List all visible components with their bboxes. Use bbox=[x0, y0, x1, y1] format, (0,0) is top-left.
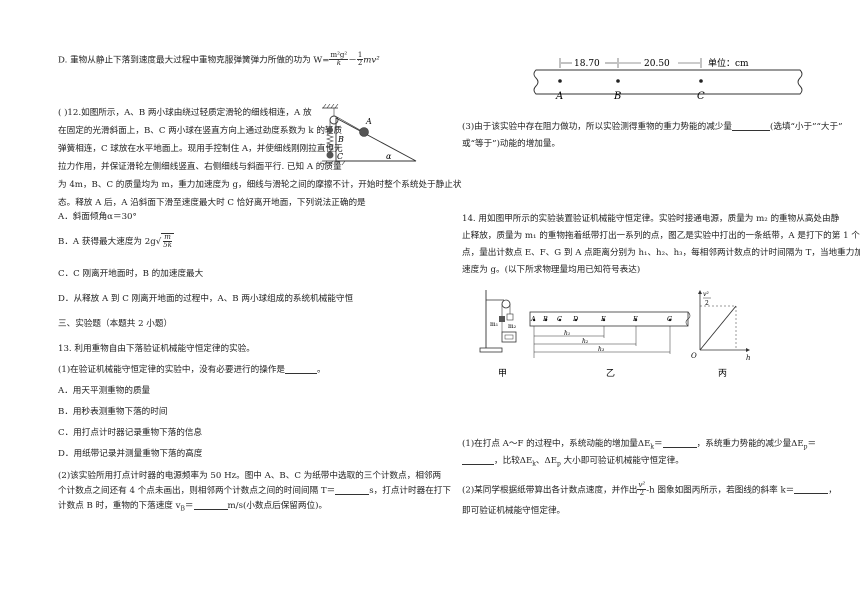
section-heading: 三、实验题（本题共 2 小题） bbox=[58, 319, 173, 329]
answer-blank[interactable] bbox=[794, 484, 829, 495]
q14-line: 点，量出计数点 E、F、G 到 A 点距离分别为 h₁、h₂、h₃，每相邻两计数… bbox=[462, 248, 860, 258]
answer-blank[interactable] bbox=[662, 438, 697, 448]
q14-part1-line: (1)在打点 A～F 的过程中，系统动能的增加量ΔEk＝，系统重力势能的减少量Δ… bbox=[462, 438, 817, 451]
q13-option-a: A．用天平测重物的质量 bbox=[58, 386, 151, 396]
q12-line: ( )12.如图所示，A、B 两小球由绕过轻质定滑轮的细线相连，A 放 bbox=[58, 108, 312, 118]
q13-part3-line: (3)由于该实验中存在阻力做功，所以实验测得重物的重力势能的减少量(选填“小于”… bbox=[462, 121, 843, 132]
tape2-point-e: E bbox=[600, 315, 606, 323]
q12-option-d: D．从释放 A 到 C 刚离开地面的过程中，A、B 两小球组成的系统机械能守恒 bbox=[58, 294, 354, 304]
q12-line: 在固定的光滑斜面上，B、C 两小球在竖直方向上通过劲度系数为 k 的轻质 bbox=[58, 126, 343, 136]
q13-part3-line: 或“等于”)动能的增加量。 bbox=[462, 139, 561, 149]
q14-line: 14. 用如图甲所示的实验装置验证机械能守恒定律。实验时接通电源，质量为 m₂ … bbox=[462, 214, 840, 224]
tape-point-c: C bbox=[697, 91, 705, 100]
q14-line: 止释放，质量为 m₁ 的重物拖着纸带打出一系列的点，图乙是实验中打出的一条纸带，… bbox=[462, 231, 860, 241]
caption-bing: 丙 bbox=[718, 368, 727, 379]
fig-label-m1: m₁ bbox=[490, 321, 498, 328]
incline-pulley-figure: A B C α bbox=[322, 104, 417, 166]
answer-blank[interactable] bbox=[193, 500, 228, 510]
q14-part2-line: 即可验证机械能守恒定律。 bbox=[462, 506, 566, 516]
fig-label-a: A bbox=[365, 117, 372, 126]
caption-jia: 甲 bbox=[498, 368, 507, 379]
tape2-point-d: D bbox=[572, 315, 579, 323]
tape-distance-ab: 18.70 bbox=[574, 59, 600, 69]
tape2-point-c: C bbox=[557, 315, 562, 323]
fig-label-c: C bbox=[337, 152, 343, 161]
paper-tape-figure: 18.70 20.50 单位：cm A B C bbox=[533, 57, 803, 100]
tape2-point-b: B bbox=[542, 315, 548, 323]
q13-option-c: C．用打点计时器记录重物下落的信息 bbox=[58, 428, 203, 438]
tape-distance-bc: 20.50 bbox=[644, 59, 670, 69]
q14-line: 速度为 g。(以下所求物理量均用已知符号表达) bbox=[462, 265, 641, 275]
tape2-h2: h₂ bbox=[582, 338, 589, 345]
q12-line: 态。释放 A 后，A 沿斜面下滑至速度最大时 C 恰好离开地面，下列说法正确的是 bbox=[58, 198, 366, 208]
q13-part1: (1)在验证机械能守恒定律的实验中，没有必要进行的操作是。 bbox=[58, 364, 326, 375]
fig-label-b: B bbox=[337, 135, 344, 144]
q13-part2-line: (2)该实验所用打点计时器的电源频率为 50 Hz。图中 A、B、C 为纸带中选… bbox=[58, 471, 442, 481]
tape2-point-a: A bbox=[530, 315, 536, 323]
tape2-point-f: F bbox=[632, 315, 638, 323]
graph-y-den: 2 bbox=[705, 300, 709, 307]
answer-blank[interactable] bbox=[462, 455, 494, 465]
tape2-point-g: G bbox=[667, 315, 672, 323]
q12-line: 弹簧相连，C 球放在水平地面上。现用手控制住 A，并使细线刚刚拉直但无 bbox=[58, 144, 343, 154]
q13-option-d: D．用纸带记录并测量重物下落的高度 bbox=[58, 449, 203, 459]
fig-label-alpha: α bbox=[386, 152, 392, 161]
answer-blank[interactable] bbox=[732, 121, 770, 131]
q13-stem: 13. 利用重物自由下落验证机械能守恒定律的实验。 bbox=[58, 344, 255, 354]
q12-line: 拉力作用，并保证滑轮左侧细线竖直、右侧细线与斜面平行. 已知 A 的质量 bbox=[58, 162, 342, 172]
q14-part1-line: ，比较ΔEk、ΔEp 大小即可验证机械能守恒定律。 bbox=[462, 455, 684, 469]
q13-part2-line: 计数点 B 时，重物的下落速度 vB＝m/s(小数点后保留两位)。 bbox=[58, 500, 328, 513]
graph-origin: O bbox=[691, 352, 697, 360]
caption-yi: 乙 bbox=[606, 368, 615, 379]
answer-blank[interactable] bbox=[285, 364, 318, 374]
tape-unit: 单位：cm bbox=[708, 57, 749, 69]
fig-label-m2: m₂ bbox=[508, 323, 517, 330]
tape-point-b: B bbox=[613, 91, 621, 100]
q12-line: 为 4m，B、C 的质量均为 m，重力加速度为 g，细线与滑轮之间的摩擦不计，开… bbox=[58, 180, 462, 190]
sqrt-symbol: √ bbox=[155, 236, 162, 247]
answer-blank[interactable] bbox=[335, 485, 370, 495]
q14-figures: m₁ m₂ A B C D E F G h₁ h₂ h₃ bbox=[479, 290, 751, 379]
tape2-h1: h₁ bbox=[564, 330, 570, 337]
q13-option-b: B．用秒表测重物下落的时间 bbox=[58, 407, 168, 417]
graph-x-label: h bbox=[746, 354, 751, 362]
q12-option-a: A．斜面倾角α＝30° bbox=[58, 212, 137, 222]
q12-option-c: C．C 刚离开地面时，B 的加速度最大 bbox=[58, 269, 204, 279]
graph-y-num: v² bbox=[703, 291, 709, 298]
tape2-h3: h₃ bbox=[598, 346, 605, 353]
q13-part2-line: 个计数点之间还有 4 个点未画出，则相邻两个计数点之间的时间间隔 T＝s，打点计… bbox=[58, 485, 451, 496]
tape-point-a: A bbox=[555, 91, 563, 100]
